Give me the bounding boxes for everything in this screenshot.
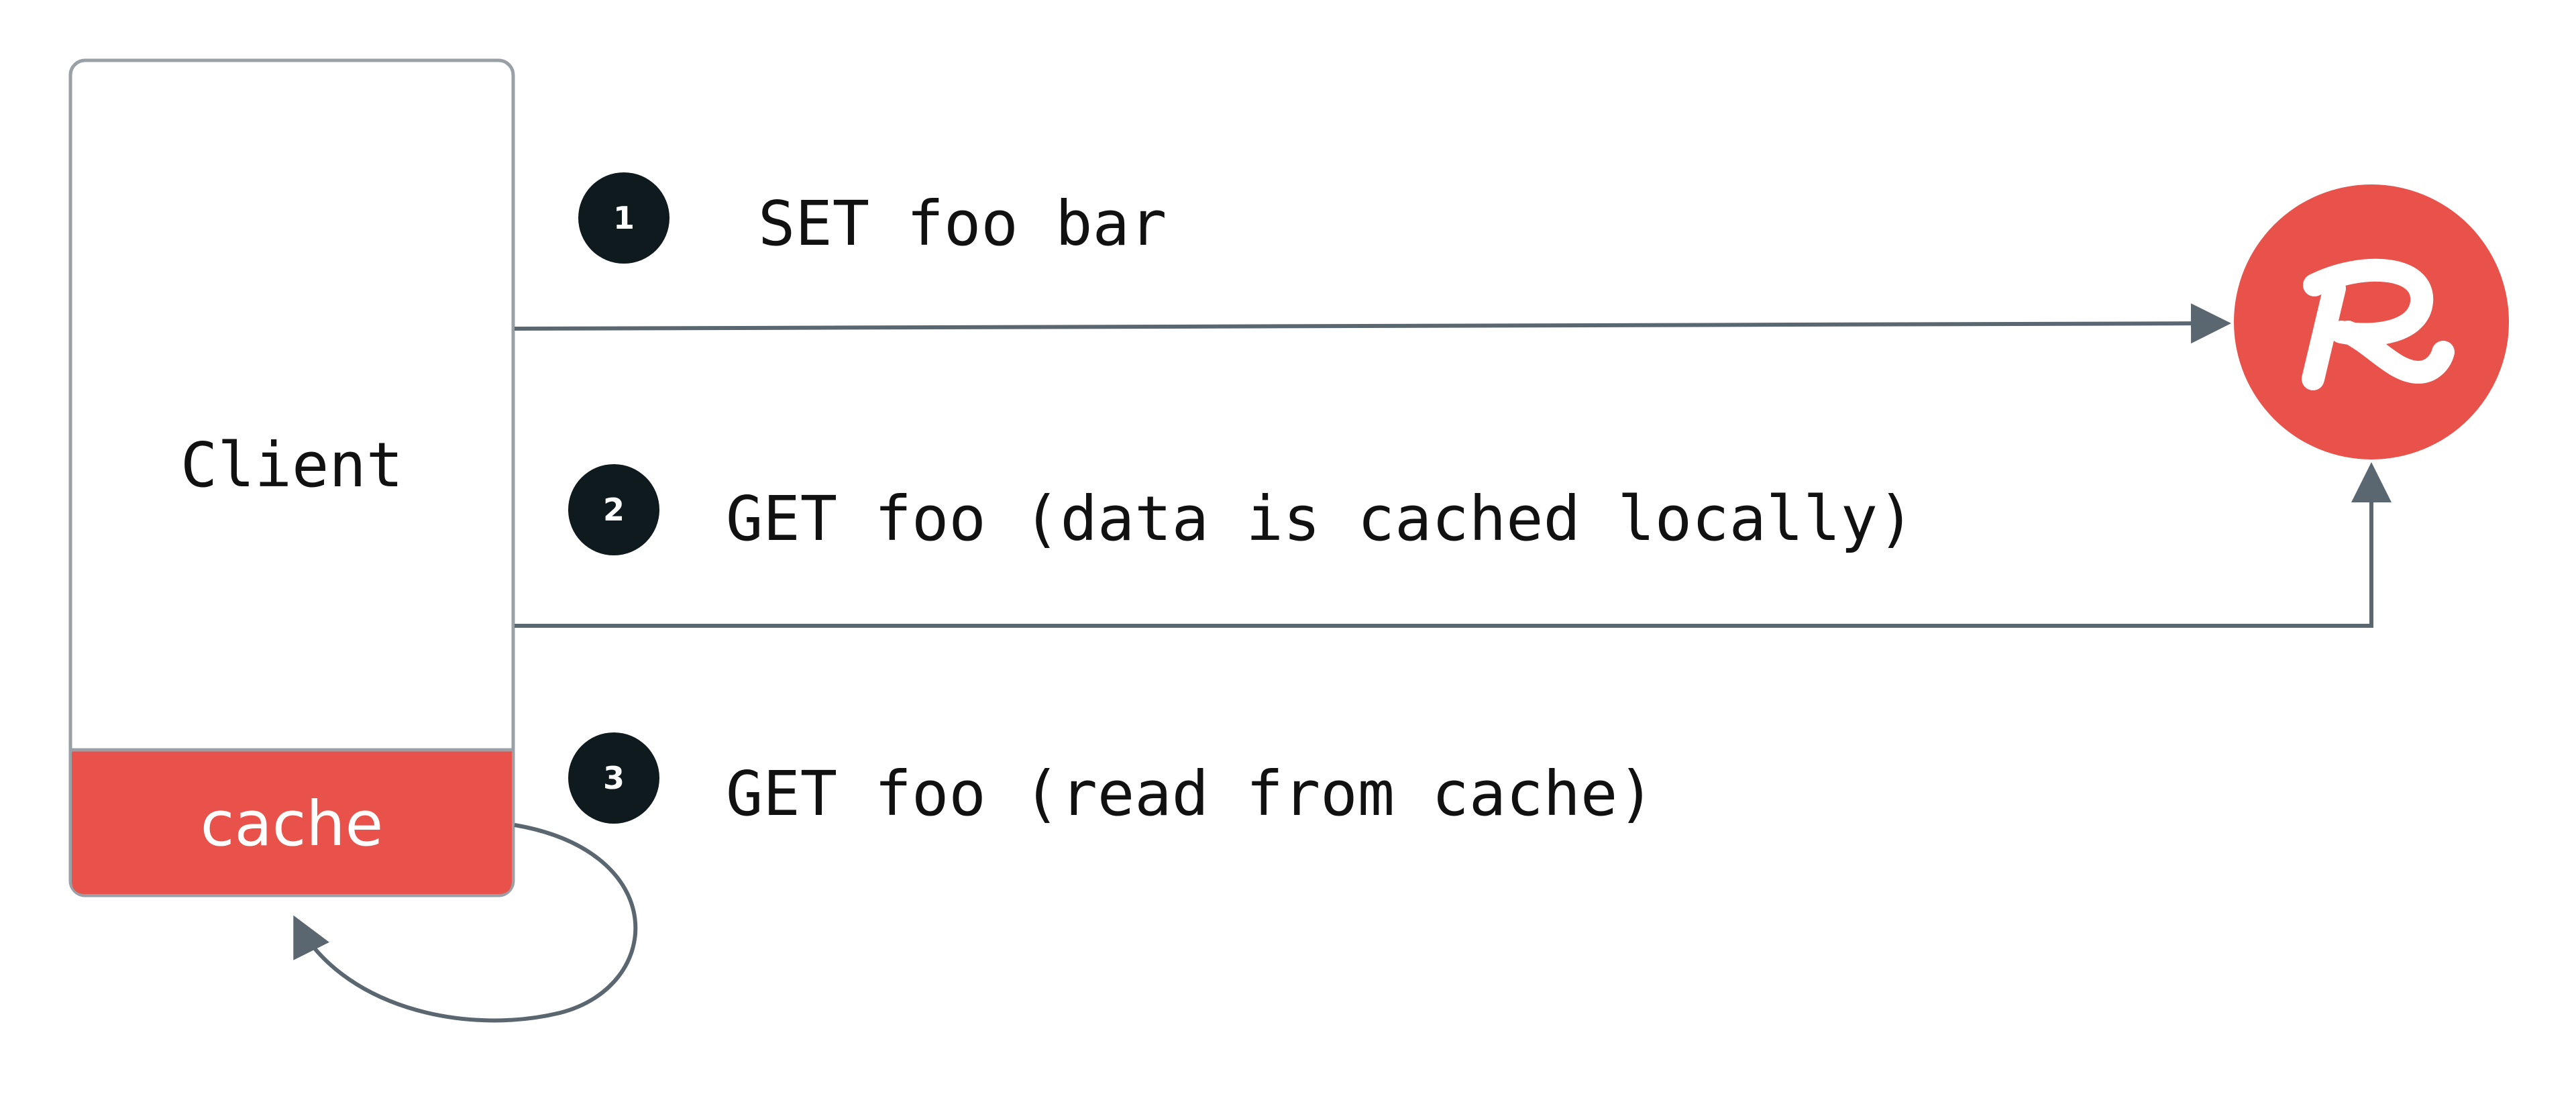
arrow-read-from-cache xyxy=(293,823,638,1023)
step-2-text: GET foo (data is cached locally) xyxy=(726,483,1915,555)
client-box-frame xyxy=(68,58,515,897)
arrow-get-tracking xyxy=(515,462,2392,628)
cache-band: cache xyxy=(72,748,512,894)
step-2: 2 GET foo (data is cached locally) xyxy=(568,464,1915,555)
step-3: 3 GET foo (read from cache) xyxy=(568,732,1655,830)
cache-label: cache xyxy=(201,788,383,860)
cache-band-fill xyxy=(72,750,512,894)
step-3-text: GET foo (read from cache) xyxy=(726,758,1655,830)
step-3-badge xyxy=(568,732,659,824)
step-2-number: 2 xyxy=(603,492,625,528)
redis-logo-circle xyxy=(2234,184,2509,459)
step-2-badge xyxy=(568,464,659,555)
client-box: Client cache xyxy=(68,58,515,897)
step-1-badge xyxy=(578,172,669,264)
step-1: 1 SET foo bar xyxy=(578,172,1167,264)
redis-r-logo-icon xyxy=(2234,184,2509,459)
step-1-text: SET foo bar xyxy=(758,188,1167,260)
step-3-number: 3 xyxy=(603,760,625,796)
client-label: Client xyxy=(180,429,403,501)
redis-logo-glyph xyxy=(2302,258,2455,390)
step-1-number: 1 xyxy=(613,200,635,236)
arrow-set-request xyxy=(514,303,2231,344)
